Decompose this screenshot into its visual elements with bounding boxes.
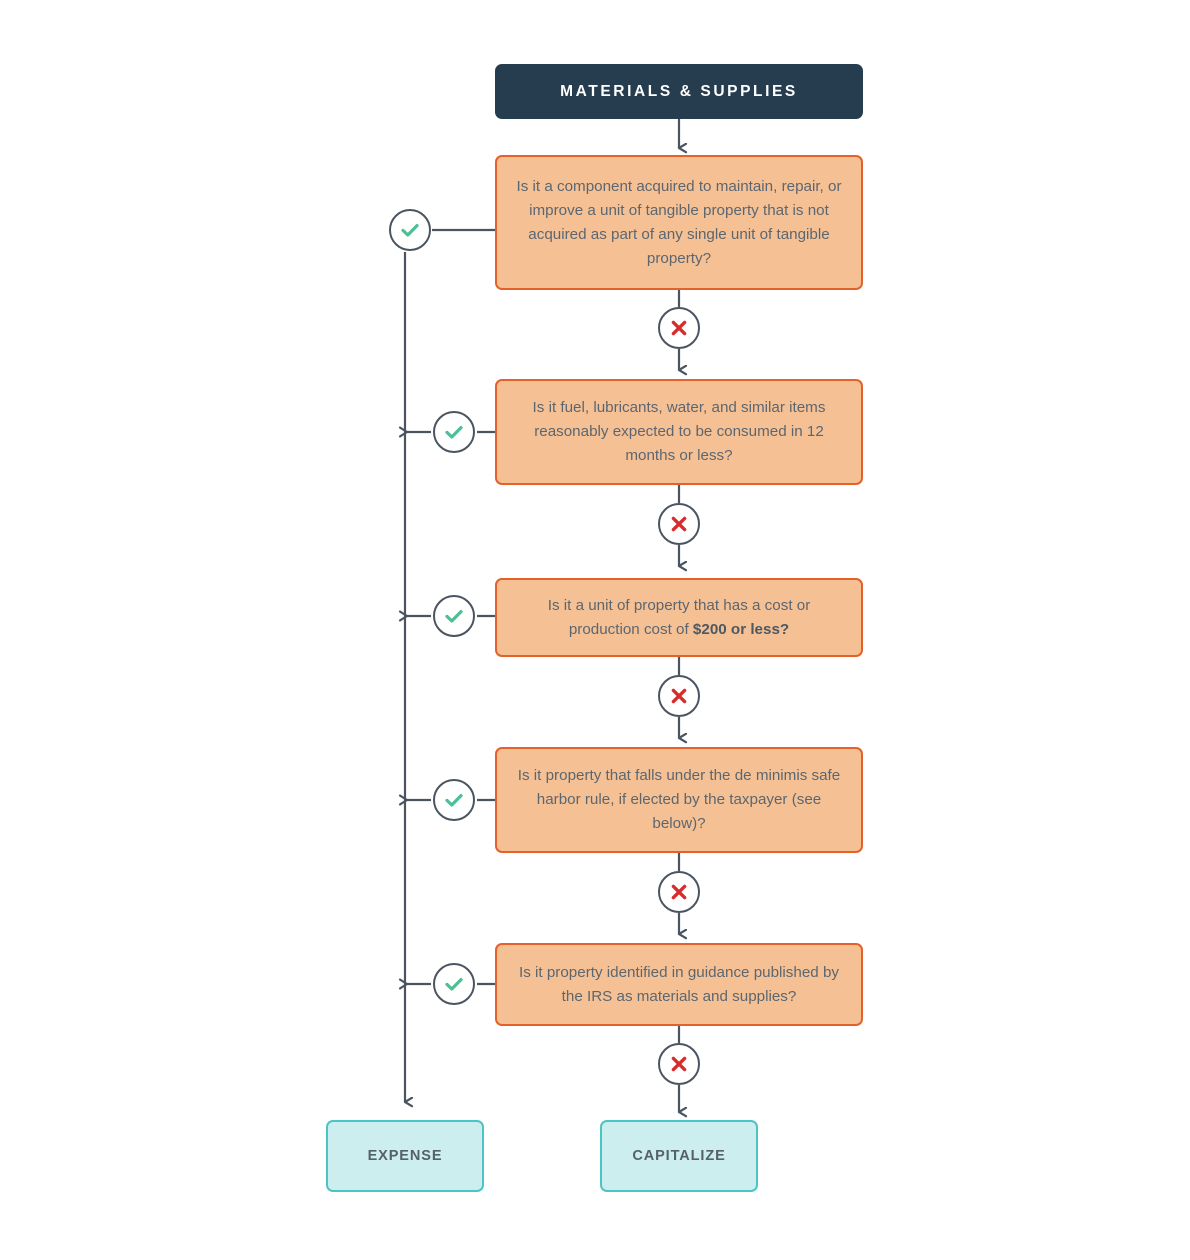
question-4-text: Is it property that falls under the de m… xyxy=(517,767,841,832)
check-icon xyxy=(445,978,463,991)
node-question-3[interactable]: Is it a unit of property that has a cost… xyxy=(495,578,863,657)
node-outcome-capitalize[interactable]: CAPITALIZE xyxy=(600,1120,758,1192)
cross-icon-no-4[interactable] xyxy=(658,871,700,913)
node-question-1[interactable]: Is it a component acquired to maintain, … xyxy=(495,155,863,290)
node-outcome-expense[interactable]: EXPENSE xyxy=(326,1120,484,1192)
node-materials-and-supplies-header: MATERIALS & SUPPLIES xyxy=(495,64,863,119)
check-icon xyxy=(445,794,463,807)
question-3-text: Is it a unit of property that has a cost… xyxy=(547,596,811,638)
cross-icon xyxy=(671,516,687,532)
question-5-text: Is it property identified in guidance pu… xyxy=(519,963,839,1005)
check-icon-yes-5[interactable] xyxy=(433,963,475,1005)
check-icon xyxy=(401,224,419,237)
cross-icon-no-5[interactable] xyxy=(658,1043,700,1085)
check-icon-yes-1[interactable] xyxy=(389,209,431,251)
cross-icon-no-2[interactable] xyxy=(658,503,700,545)
check-icon-yes-3[interactable] xyxy=(433,595,475,637)
node-question-2[interactable]: Is it fuel, lubricants, water, and simil… xyxy=(495,379,863,485)
cross-icon xyxy=(671,688,687,704)
cross-icon xyxy=(671,320,687,336)
cross-icon-no-3[interactable] xyxy=(658,675,700,717)
node-question-5[interactable]: Is it property identified in guidance pu… xyxy=(495,943,863,1026)
question-3-emphasis: $200 or less? xyxy=(692,620,790,638)
cross-icon xyxy=(671,1056,687,1072)
check-icon xyxy=(445,426,463,439)
check-icon xyxy=(445,610,463,623)
check-icon-yes-2[interactable] xyxy=(433,411,475,453)
question-1-text: Is it a component acquired to maintain, … xyxy=(516,177,842,267)
cross-icon xyxy=(671,884,687,900)
check-icon-yes-4[interactable] xyxy=(433,779,475,821)
node-question-4[interactable]: Is it property that falls under the de m… xyxy=(495,747,863,853)
cross-icon-no-1[interactable] xyxy=(658,307,700,349)
question-2-text: Is it fuel, lubricants, water, and simil… xyxy=(532,399,826,464)
